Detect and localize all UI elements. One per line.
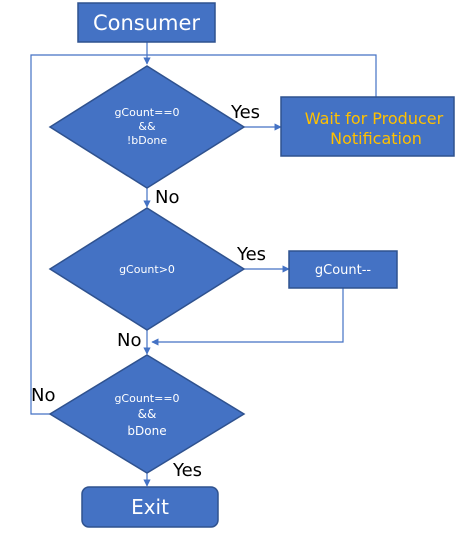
decrement-label: gCount-- [315, 263, 372, 278]
edge-decrement-return [151, 288, 344, 346]
edge-wait-loop-back [147, 54, 377, 97]
wait-line1: Wait for Producer [305, 109, 444, 128]
decision1-line3: !bDone [127, 134, 168, 147]
decision3-line2: && [138, 407, 157, 421]
exit-label: Exit [131, 495, 169, 519]
consumer-node: Consumer [77, 2, 216, 43]
decrement-node: gCount-- [288, 250, 398, 289]
edge-labels: Yes No Yes No No Yes [31, 102, 266, 481]
exit-node: Exit [81, 486, 219, 528]
decision1-line1: gCount==0 [114, 106, 179, 119]
wait-node: Wait for Producer Notification [280, 96, 455, 157]
decision1-line2: && [138, 120, 156, 133]
label-decision1-yes: Yes [230, 102, 260, 123]
connectors [30, 42, 377, 487]
decision3-node: gCount==0 && bDone [48, 354, 246, 474]
wait-line2: Notification [330, 129, 422, 148]
decision3-line1: gCount==0 [114, 392, 179, 405]
decision2-node: gCount>0 [48, 207, 246, 331]
label-decision2-yes: Yes [236, 244, 266, 265]
label-decision3-yes: Yes [172, 460, 202, 481]
decision1-node: gCount==0 && !bDone [48, 65, 246, 189]
edge-decision3-no-loop [30, 54, 147, 415]
consumer-label: Consumer [93, 11, 200, 35]
label-decision1-no: No [155, 187, 179, 208]
label-decision2-no: No [117, 330, 141, 351]
decision3-line3: bDone [127, 424, 166, 438]
decision2-line1: gCount>0 [119, 263, 175, 276]
label-decision3-no: No [31, 385, 55, 406]
